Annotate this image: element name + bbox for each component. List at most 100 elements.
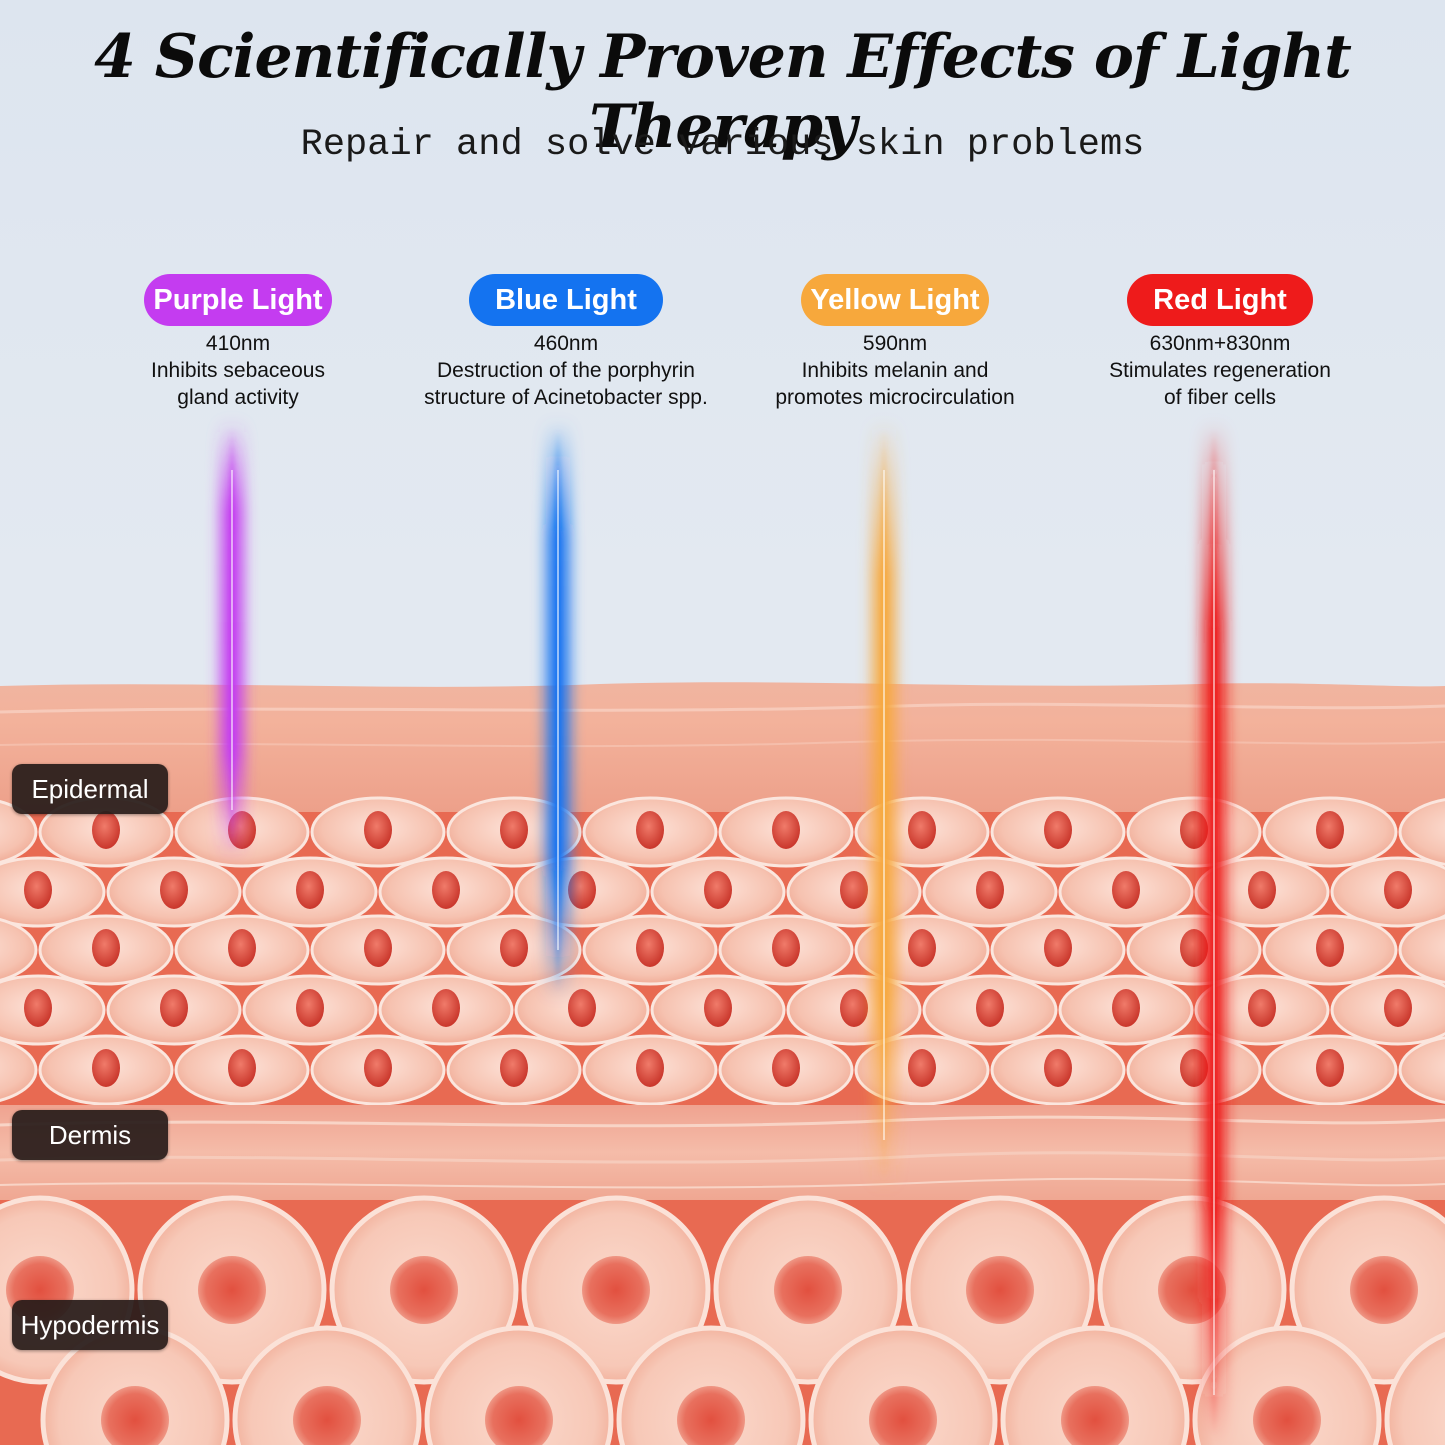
cell-nucleus <box>636 929 664 967</box>
cell-nucleus <box>1112 871 1140 909</box>
cell-nucleus <box>772 929 800 967</box>
blue-light-wavelength: 460nm <box>533 332 599 355</box>
hypodermis-cell <box>521 1195 711 1385</box>
epidermal-cell <box>1330 856 1445 928</box>
cell-nucleus <box>1350 1256 1418 1324</box>
epidermal-cell <box>1330 974 1445 1046</box>
cell-nucleus <box>92 1049 120 1087</box>
cell-nucleus <box>1180 929 1208 967</box>
epidermal-cell <box>1398 798 1445 866</box>
cell-nucleus <box>364 1049 392 1087</box>
epidermal-cell <box>786 974 922 1046</box>
cell-nucleus <box>1044 929 1072 967</box>
epidermal-cell <box>1194 974 1330 1046</box>
page-subtitle: Repair and solve various skin problems <box>300 124 1145 166</box>
cell-nucleus <box>908 929 936 967</box>
epidermal-cell <box>242 974 378 1046</box>
hypodermis-cell <box>40 1325 230 1445</box>
cell-nucleus <box>92 811 120 849</box>
epidermal-cell <box>1058 974 1194 1046</box>
cell-nucleus <box>432 989 460 1027</box>
epidermal-cell <box>310 1034 446 1106</box>
epidermal-cell <box>514 856 650 928</box>
cell-nucleus <box>704 871 732 909</box>
yellow-light-badge: Yellow Light <box>801 274 989 326</box>
epidermal-cell <box>0 974 106 1046</box>
epidermal-cell <box>446 796 582 868</box>
hypodermis-label: Hypodermis <box>12 1300 168 1350</box>
cell-nucleus <box>228 929 256 967</box>
page-title: 4 Scientifically Proven Effects of Light… <box>94 22 1352 162</box>
epidermal-cell <box>1126 796 1262 868</box>
cell-nucleus <box>500 1049 528 1087</box>
cell-nucleus <box>636 811 664 849</box>
cell-nucleus <box>390 1256 458 1324</box>
blue-light-desc-line1: Destruction of the porphyrin <box>437 359 695 382</box>
epidermal-cell <box>582 914 718 986</box>
cell-nucleus <box>840 871 868 909</box>
epidermal-cell <box>854 914 990 986</box>
epidermal-cell <box>1126 914 1262 986</box>
cell-nucleus <box>704 989 732 1027</box>
purple-light-desc-line2: gland activity <box>177 386 299 409</box>
cell-nucleus <box>582 1256 650 1324</box>
purple-light-desc-line1: Inhibits sebaceous <box>151 359 325 382</box>
cell-nucleus <box>92 929 120 967</box>
cell-nucleus <box>772 811 800 849</box>
cell-nucleus <box>966 1256 1034 1324</box>
cell-body <box>0 1038 38 1102</box>
cell-nucleus <box>160 989 188 1027</box>
epidermal-cell <box>650 856 786 928</box>
cell-nucleus <box>1316 1049 1344 1087</box>
epidermal-cell <box>1058 856 1194 928</box>
epidermal-cell <box>718 1034 854 1106</box>
epidermal-cell <box>242 856 378 928</box>
epidermal-cell <box>310 796 446 868</box>
red-light-desc-line1: Stimulates regeneration <box>1109 359 1331 382</box>
epidermal-cell <box>1262 1034 1398 1106</box>
blue-light-badge: Blue Light <box>469 274 663 326</box>
cell-nucleus <box>293 1386 361 1445</box>
yellow-light-desc-line1: Inhibits melanin and <box>801 359 989 382</box>
cell-nucleus <box>24 871 52 909</box>
epidermal-cell <box>990 914 1126 986</box>
cell-nucleus <box>296 989 324 1027</box>
epidermal-cell <box>0 918 38 982</box>
cell-nucleus <box>296 871 324 909</box>
cell-nucleus <box>500 811 528 849</box>
epidermal-label: Epidermal <box>12 764 168 814</box>
cell-nucleus <box>1248 989 1276 1027</box>
epidermal-cell <box>0 1038 38 1102</box>
red-light-wavelength: 630nm+830nm <box>1149 332 1291 355</box>
epidermal-cell <box>582 1034 718 1106</box>
cell-body <box>1398 798 1445 866</box>
cell-nucleus <box>1248 871 1276 909</box>
epidermal-cell <box>174 914 310 986</box>
epidermal-cell <box>1398 916 1445 984</box>
cell-nucleus <box>1316 811 1344 849</box>
cell-nucleus <box>677 1386 745 1445</box>
epidermal-cell <box>174 796 310 868</box>
cell-body <box>1398 1036 1445 1104</box>
cell-nucleus <box>568 871 596 909</box>
epidermal-cell <box>514 974 650 1046</box>
epidermal-cell <box>0 856 106 928</box>
cell-body <box>0 974 106 1046</box>
dermis-fiber-1 <box>0 1115 1445 1128</box>
purple-light-badge: Purple Light <box>144 274 332 326</box>
epidermal-cell <box>378 856 514 928</box>
blue-light-desc-line2: structure of Acinetobacter spp. <box>424 386 708 409</box>
hypodermis-cell <box>616 1325 806 1445</box>
cell-nucleus <box>840 989 868 1027</box>
cell-nucleus <box>1316 929 1344 967</box>
yellow-light-wavelength: 590nm <box>862 332 928 355</box>
cell-nucleus <box>774 1256 842 1324</box>
yellow-light-desc-line2: promotes microcirculation <box>775 386 1015 409</box>
surface-sheen <box>0 702 1445 714</box>
cell-body <box>0 800 38 864</box>
epidermal-cell <box>1398 1036 1445 1104</box>
cell-nucleus <box>908 811 936 849</box>
epidermal-cell <box>38 1034 174 1106</box>
